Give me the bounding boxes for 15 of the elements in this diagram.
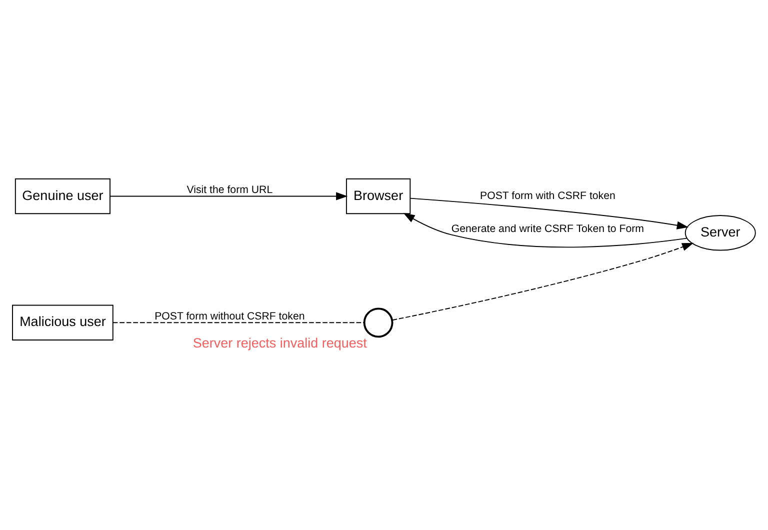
node-circle	[363, 308, 394, 338]
node-ellipse: Server	[684, 215, 756, 251]
edge-label: Visit the form URL	[186, 184, 273, 196]
edge-label: Generate and write CSRF Token to Form	[451, 222, 644, 235]
edge-label: POST form without CSRF token	[154, 310, 305, 323]
arrow	[392, 242, 694, 321]
node-box: Genuine user	[14, 178, 110, 214]
edge-label: POST form with CSRF token	[480, 190, 616, 202]
node-box: Browser	[346, 178, 411, 214]
arrow	[403, 212, 688, 248]
connector	[112, 322, 365, 324]
arrow	[110, 192, 348, 200]
node-label: Server rejects invalid request	[192, 335, 367, 350]
arrow	[410, 198, 688, 230]
node-box: Malicious user	[12, 304, 114, 341]
